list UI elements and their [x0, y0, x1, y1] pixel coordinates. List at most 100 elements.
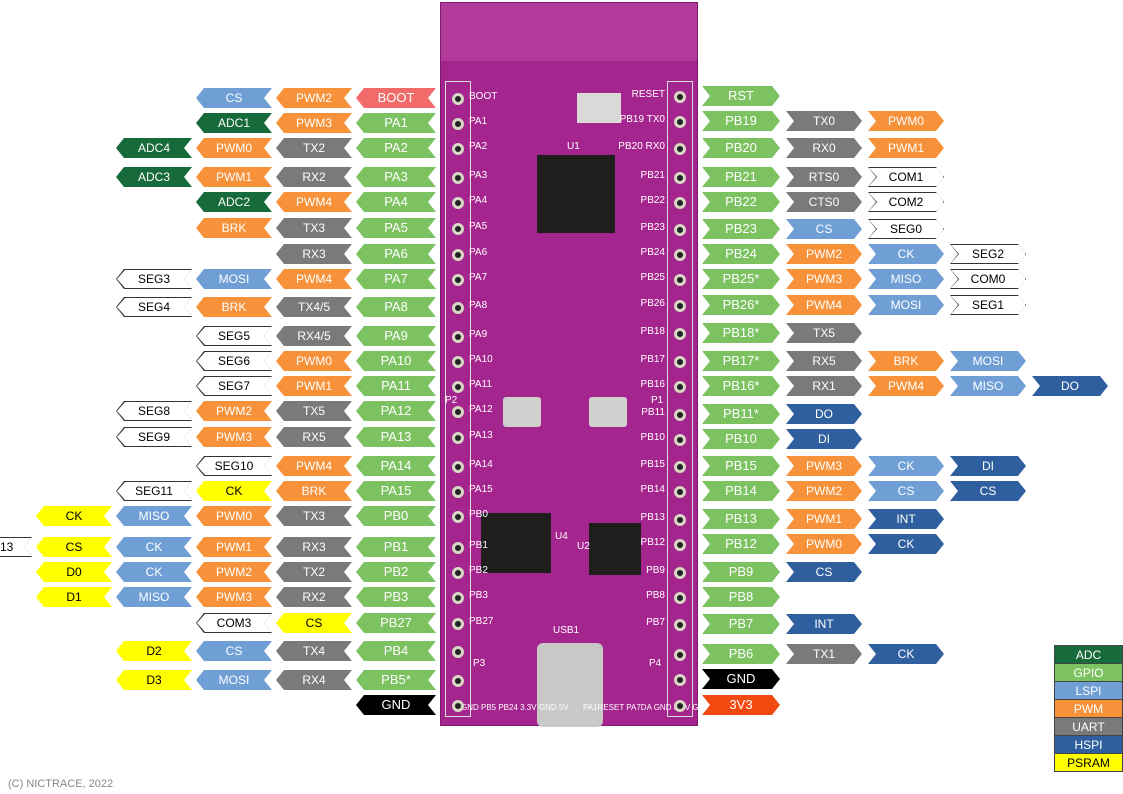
right-pin-3v3: 3V3: [702, 695, 780, 715]
bottom-left-silkscreen: GND PB5 PB24 3.3V GND 5V: [461, 703, 569, 712]
left-pin-boot: BOOT: [356, 88, 436, 108]
antenna-area: [441, 3, 697, 61]
right-pin-pb24: PB24: [702, 244, 780, 264]
legend-item-lspi: LSPI: [1054, 681, 1123, 700]
board-silk-right: PB16: [640, 379, 665, 390]
right-func-rx1-tag: RX1: [786, 376, 862, 396]
left-header-hole: [452, 223, 464, 235]
left-header-hole: [452, 406, 464, 418]
left-func-rx3-tag: RX3: [276, 537, 352, 557]
left-func-pwm0-tag: PWM0: [196, 138, 272, 158]
board-silk-right: PB22: [640, 195, 665, 206]
left-header-hole: [452, 93, 464, 105]
left-header-hole: [452, 618, 464, 630]
right-pin-gnd: GND: [702, 669, 780, 689]
right-header-hole: [674, 700, 686, 712]
seg-tag-fill: SEG8: [117, 402, 191, 420]
p4-label: P4: [649, 658, 662, 669]
left-header-hole: [452, 542, 464, 554]
right-func-tx1-tag: TX1: [786, 644, 862, 664]
right-header-hole: [674, 649, 686, 661]
right-func-int-tag: INT: [868, 509, 944, 529]
right-func-di-tag: DI: [950, 456, 1026, 476]
right-func-int-tag: INT: [786, 614, 862, 634]
left-pin-pa10: PA10: [356, 351, 436, 371]
right-func-ck-tag: CK: [868, 534, 944, 554]
board-silk-left: PA8: [469, 300, 488, 311]
left-func-brk-tag: BRK: [196, 297, 272, 317]
usb-label: USB1: [553, 625, 580, 636]
left-pin-pb5: PB5*: [356, 670, 436, 690]
right-pin-pb19: PB19: [702, 111, 780, 131]
right-func-pwm3-tag: PWM3: [786, 456, 862, 476]
left-header-hole: [452, 567, 464, 579]
right-header-hole: [674, 514, 686, 526]
left-pin-pa6: PA6: [356, 244, 436, 264]
board-silk-left: PA6: [469, 247, 488, 258]
right-pin-pb9: PB9: [702, 562, 780, 582]
seg-tag-fill: SEG5: [197, 327, 271, 345]
left-pin-pa12: PA12: [356, 401, 436, 421]
left-func-rx4-tag: RX4: [276, 670, 352, 690]
board-silk-right: PB13: [640, 512, 665, 523]
bottom-right-silkscreen: PA1RESET PA7DA GND 3.3V GND PB6: [583, 703, 728, 712]
left-header-hole: [452, 486, 464, 498]
right-pin-pb7: PB7: [702, 614, 780, 634]
seg-tag-fill: SEG3: [117, 270, 191, 288]
left-func-cs-tag: CS: [36, 537, 112, 557]
dev-board-photo: U1 U4 U2 USB1 P1 P2 P3 P4 GND PB5 PB24 3…: [440, 2, 728, 727]
right-func-mosi-tag: MOSI: [950, 351, 1026, 371]
left-func-seg8-tag: SEG8: [116, 401, 192, 421]
left-header-hole: [452, 675, 464, 687]
legend-item-adc: ADC: [1054, 645, 1123, 664]
right-pin-pb25: PB25*: [702, 269, 780, 289]
left-header-hole: [452, 249, 464, 261]
left-pin-pa14: PA14: [356, 456, 436, 476]
right-header-hole: [674, 409, 686, 421]
right-pin-rst: RST: [702, 86, 780, 106]
seg-tag-fill: SEG2: [951, 245, 1025, 263]
right-func-com2-tag: COM2: [868, 192, 944, 212]
board-silk-left: PB3: [469, 590, 488, 601]
left-pin-pa1: PA1: [356, 113, 436, 133]
left-header-hole: [452, 302, 464, 314]
right-func-pwm4-tag: PWM4: [786, 295, 862, 315]
left-func-brk-tag: BRK: [196, 218, 272, 238]
right-pin-pb12: PB12: [702, 534, 780, 554]
right-pin-header: [667, 81, 693, 717]
board-silk-left: PB0: [469, 509, 488, 520]
left-func-rx2-tag: RX2: [276, 167, 352, 187]
left-func-seg7-tag: SEG7: [196, 376, 272, 396]
legend-item-psram: PSRAM: [1054, 753, 1123, 772]
boot-button: [503, 397, 541, 427]
right-pin-pb16: PB16*: [702, 376, 780, 396]
board-silk-left: PA1: [469, 116, 488, 127]
right-header-hole: [674, 143, 686, 155]
left-func-cs-tag: CS: [276, 613, 352, 633]
right-header-hole: [674, 486, 686, 498]
right-pin-pb10: PB10: [702, 429, 780, 449]
left-pin-pb0: PB0: [356, 506, 436, 526]
left-header-hole: [452, 197, 464, 209]
board-silk-left: PA10: [469, 354, 493, 365]
right-func-seg0-tag: SEG0: [868, 219, 944, 239]
left-pin-pb1: PB1: [356, 537, 436, 557]
board-silk-right: PB18: [640, 326, 665, 337]
board-silk-right: PB14: [640, 484, 665, 495]
left-header-hole: [452, 461, 464, 473]
legend-item-gpio: GPIO: [1054, 663, 1123, 682]
right-func-pwm4-tag: PWM4: [868, 376, 944, 396]
right-func-com0-tag: COM0: [950, 269, 1026, 289]
right-pin-pb23: PB23: [702, 219, 780, 239]
board-silk-right: PB7: [646, 617, 665, 628]
left-func-rx5-tag: RX5: [276, 427, 352, 447]
left-func-ck-tag: CK: [36, 506, 112, 526]
left-pin-pa7: PA7: [356, 269, 436, 289]
left-header-hole: [452, 172, 464, 184]
seg-tag-fill: SEG10: [197, 457, 271, 475]
usb-c-connector: [537, 643, 603, 727]
board-silk-left: PA9: [469, 329, 488, 340]
left-header-hole: [452, 331, 464, 343]
board-silk-left: PA13: [469, 430, 493, 441]
